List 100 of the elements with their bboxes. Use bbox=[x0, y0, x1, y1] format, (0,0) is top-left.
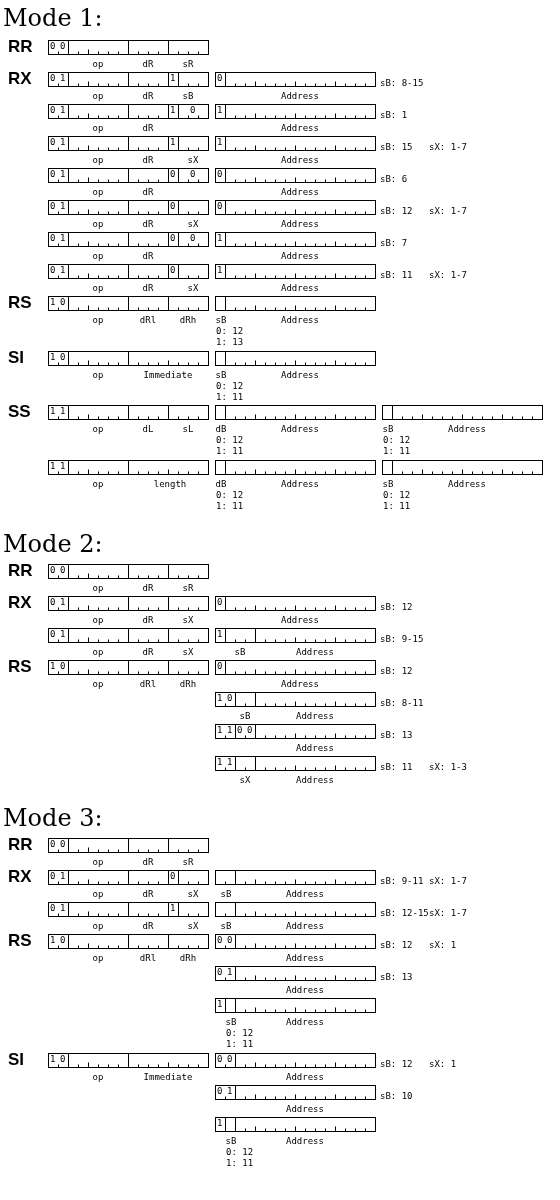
bit-value: 0 bbox=[170, 169, 176, 180]
range-note: sX: 1-7 bbox=[429, 142, 467, 153]
bit-value: 0 bbox=[50, 233, 56, 244]
field-label: op bbox=[92, 251, 104, 262]
field-label: dRh bbox=[179, 953, 197, 964]
range-note: sB: 12 bbox=[380, 206, 413, 217]
field-label: sR bbox=[182, 583, 194, 594]
bit-value: 0 bbox=[60, 297, 66, 308]
bit-value: 1 bbox=[60, 137, 66, 148]
bit-value: 1 bbox=[217, 105, 223, 116]
bit-value: 1 bbox=[60, 597, 66, 608]
register-note: 0: 12 bbox=[216, 435, 244, 446]
bit-value: 0 bbox=[247, 725, 253, 736]
bit-value: 0 bbox=[217, 935, 223, 946]
bit-value: 0 bbox=[50, 871, 56, 882]
field-label: Address bbox=[296, 775, 334, 786]
bit-value: 0 bbox=[60, 661, 66, 672]
bit-value: 1 bbox=[60, 903, 66, 914]
bit-value: 1 bbox=[227, 725, 233, 736]
range-note: sB: 1 bbox=[380, 110, 408, 121]
field-label: sB bbox=[182, 91, 194, 102]
bit-value: 0 bbox=[170, 201, 176, 212]
bit-value: 0 bbox=[190, 233, 196, 244]
range-note: sB: 11 bbox=[380, 762, 413, 773]
field-label: dB bbox=[215, 479, 227, 490]
bit-value: 1 bbox=[60, 461, 66, 472]
format-label: RX bbox=[8, 867, 32, 887]
register-note: 0: 12 bbox=[226, 1147, 254, 1158]
field-label: Address bbox=[286, 985, 324, 996]
bit-value: 0 bbox=[50, 565, 56, 576]
range-note: sB: 12-15 bbox=[380, 908, 429, 919]
field-label: Address bbox=[286, 889, 324, 900]
bit-value: 1 bbox=[50, 461, 56, 472]
bit-value: 0 bbox=[60, 935, 66, 946]
format-label: RS bbox=[8, 293, 32, 313]
bit-value: 1 bbox=[60, 629, 66, 640]
field-label: op bbox=[92, 59, 104, 70]
bit-value: 0 bbox=[60, 1054, 66, 1065]
field-label: op bbox=[92, 91, 104, 102]
field-label: op bbox=[92, 953, 104, 964]
field-label: op bbox=[92, 479, 104, 490]
field-label: sX bbox=[187, 155, 199, 166]
field-label: sX bbox=[182, 647, 194, 658]
bit-value: 1 bbox=[60, 871, 66, 882]
range-note: sB: 8-15 bbox=[380, 78, 424, 89]
register-note: 0: 12 bbox=[216, 490, 244, 501]
field-label: Address bbox=[281, 91, 319, 102]
field-label: dRl bbox=[139, 315, 157, 326]
bit-value: 0 bbox=[217, 1086, 223, 1097]
bit-value: 0 bbox=[170, 233, 176, 244]
field-label: Address bbox=[286, 1136, 324, 1147]
register-note: 0: 12 bbox=[383, 435, 411, 446]
bit-value: 1 bbox=[227, 1086, 233, 1097]
range-note: sB: 11 bbox=[380, 270, 413, 281]
bit-value: 0 bbox=[60, 41, 66, 52]
bit-value: 1 bbox=[170, 73, 176, 84]
field-label: op bbox=[92, 424, 104, 435]
field-label: Address bbox=[281, 219, 319, 230]
field-label: op bbox=[92, 315, 104, 326]
field-label: dRl bbox=[139, 679, 157, 690]
field-label: sB bbox=[382, 424, 394, 435]
field-label: op bbox=[92, 283, 104, 294]
field-label: Address bbox=[281, 283, 319, 294]
format-label: SI bbox=[8, 348, 25, 368]
bit-value: 0 bbox=[60, 565, 66, 576]
register-note: 1: 11 bbox=[383, 501, 411, 512]
bit-value: 1 bbox=[60, 201, 66, 212]
register-note: 1: 13 bbox=[216, 337, 244, 348]
field-label: op bbox=[92, 647, 104, 658]
field-label: Address bbox=[281, 479, 319, 490]
range-note: sX: 1-7 bbox=[429, 908, 467, 919]
register-note: 1: 11 bbox=[216, 392, 244, 403]
bit-value: 1 bbox=[50, 661, 56, 672]
field-label: sB bbox=[220, 921, 232, 932]
range-note: sB: 10 bbox=[380, 1091, 413, 1102]
field-label: dR bbox=[142, 91, 154, 102]
field-label: Address bbox=[448, 479, 486, 490]
field-label: sB bbox=[220, 889, 232, 900]
bit-value: 0 bbox=[50, 629, 56, 640]
field-label: sB bbox=[225, 1017, 237, 1028]
bit-value: 1 bbox=[217, 693, 223, 704]
field-label: Address bbox=[281, 155, 319, 166]
bit-value: 0 bbox=[60, 839, 66, 850]
bit-value: 1 bbox=[50, 297, 56, 308]
field-label: op bbox=[92, 615, 104, 626]
bit-value: 1 bbox=[50, 1054, 56, 1065]
field-label: sL bbox=[182, 424, 194, 435]
field-label: sX bbox=[187, 889, 199, 900]
bit-value: 0 bbox=[227, 1054, 233, 1065]
field-label: dR bbox=[142, 187, 154, 198]
field-label: sX bbox=[182, 615, 194, 626]
format-label: RS bbox=[8, 657, 32, 677]
field-label: sB bbox=[225, 1136, 237, 1147]
range-note: sB: 7 bbox=[380, 238, 408, 249]
bit-value: 0 bbox=[217, 967, 223, 978]
bit-value: 1 bbox=[217, 757, 223, 768]
field-label: Address bbox=[286, 921, 324, 932]
field-label: dR bbox=[142, 647, 154, 658]
field-label: Address bbox=[281, 424, 319, 435]
range-note: sB: 12 bbox=[380, 602, 413, 613]
